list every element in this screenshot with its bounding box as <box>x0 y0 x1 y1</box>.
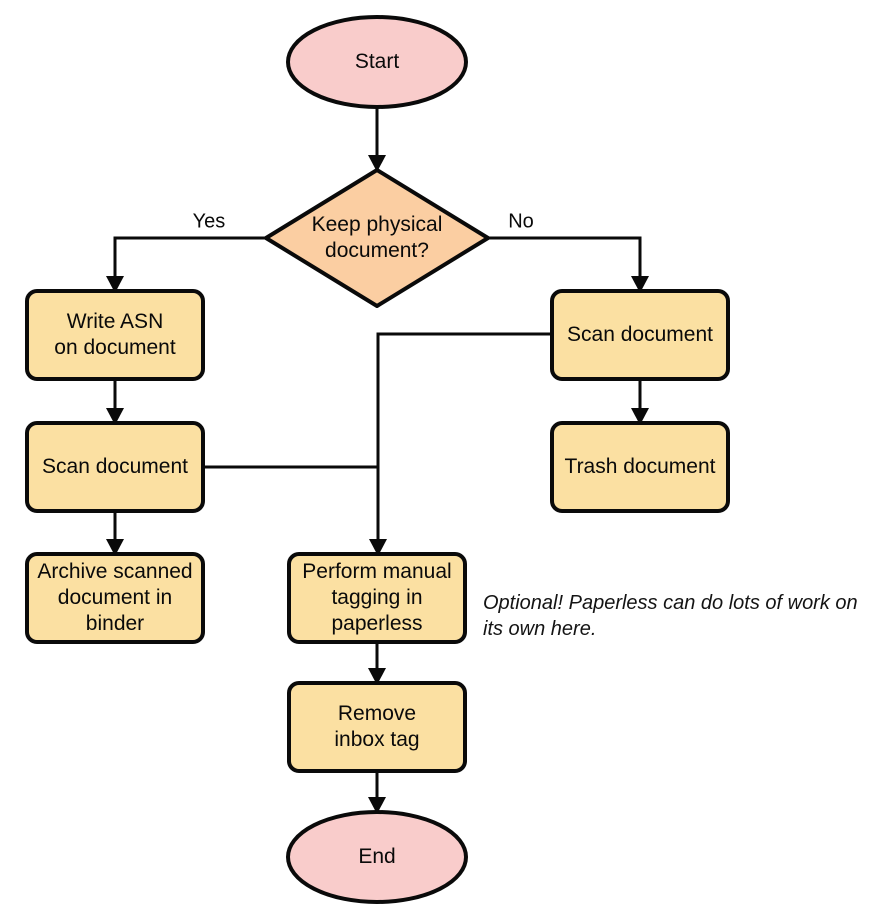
edge-arrowhead <box>368 797 386 814</box>
edge-decision-no-to-scan-right <box>488 236 649 293</box>
node-label: Trash document <box>565 455 716 478</box>
terminator-shape <box>286 15 468 109</box>
edge-label-yes-label: Yes <box>193 210 226 232</box>
edge-path <box>113 236 266 284</box>
node-trash[interactable]: Trash document <box>550 421 730 513</box>
process-shape <box>550 289 730 381</box>
node-label: Scan document <box>567 323 713 346</box>
process-shape <box>550 421 730 513</box>
process-shape <box>25 289 205 381</box>
edge-arrowhead <box>106 408 124 425</box>
edge-arrowhead <box>106 539 124 556</box>
edges-layer <box>106 107 649 814</box>
edge-write-asn-to-scan-left <box>106 379 124 425</box>
process-shape <box>25 552 205 644</box>
node-start[interactable]: Start <box>286 15 468 109</box>
annotations-layer: Optional! Paperless can do lots of work … <box>483 592 858 640</box>
process-shape <box>287 552 467 644</box>
edge-arrowhead <box>369 539 387 556</box>
edge-arrowhead <box>368 668 386 685</box>
edge-manual-tagging-to-remove-inbox <box>368 642 386 685</box>
edge-scan-right-to-trash <box>631 379 649 425</box>
edge-label-no-label: No <box>508 210 534 232</box>
node-scan-left[interactable]: Scan document <box>25 421 205 513</box>
edge-scan-right-to-manual-tagging <box>369 332 552 556</box>
terminator-shape <box>286 810 468 904</box>
node-scan-right[interactable]: Scan document <box>550 289 730 381</box>
edge-scan-left-to-archive <box>106 511 124 556</box>
edge-labels-layer: Yes No <box>193 210 534 232</box>
edge-arrowhead <box>631 276 649 293</box>
edge-remove-inbox-to-end <box>368 771 386 814</box>
node-end[interactable]: End <box>286 810 468 904</box>
annotation-optional-note: Optional! Paperless can do lots of work … <box>483 592 858 640</box>
node-label: Start <box>355 50 400 73</box>
edge-decision-yes-to-write-asn <box>106 236 266 293</box>
edge-path <box>376 332 552 547</box>
process-shape <box>287 681 467 773</box>
edge-arrowhead <box>631 408 649 425</box>
node-label: End <box>358 845 395 868</box>
edge-arrowhead <box>368 155 386 172</box>
node-label: Scan document <box>42 455 188 478</box>
edge-arrowhead <box>106 276 124 293</box>
edge-path <box>488 236 642 284</box>
process-shape <box>25 421 205 513</box>
edge-start-to-decision <box>368 107 386 172</box>
decision-shape <box>264 168 490 308</box>
